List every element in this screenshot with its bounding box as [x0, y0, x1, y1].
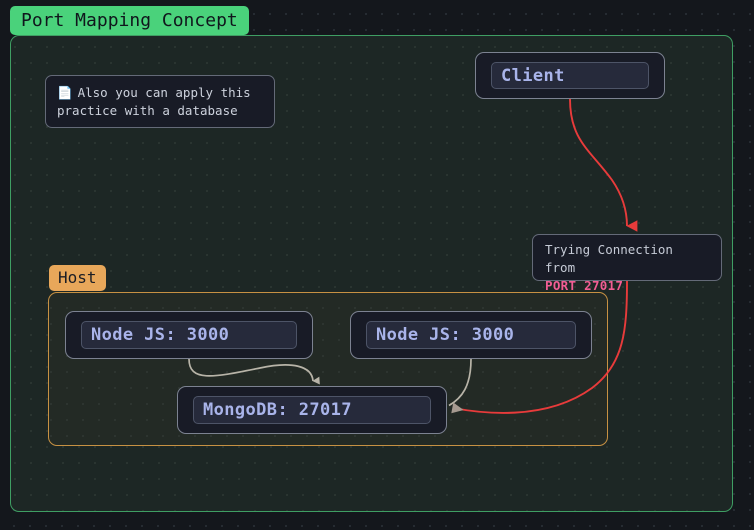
connection-label-box: Trying Connection from PORT 27017	[532, 234, 722, 293]
connection-label-port: PORT 27017	[545, 278, 624, 293]
connection-label-line1: Trying Connection from	[545, 242, 673, 275]
page-document-icon: 📄	[57, 85, 73, 100]
node-card-client[interactable]: Client	[475, 52, 665, 99]
note-box: 📄Also you can apply this practice with a…	[45, 75, 275, 128]
diagram-title-badge: Port Mapping Concept	[10, 6, 249, 35]
node-card-nodejs-right[interactable]: Node JS: 3000	[350, 311, 592, 359]
node-label-nodejs-right: Node JS: 3000	[366, 321, 576, 349]
node-card-nodejs-left[interactable]: Node JS: 3000	[65, 311, 313, 359]
node-label-client: Client	[491, 62, 649, 89]
node-card-mongodb[interactable]: MongoDB: 27017	[177, 386, 447, 434]
node-label-nodejs-left: Node JS: 3000	[81, 321, 297, 349]
host-badge: Host	[49, 265, 106, 291]
node-label-mongodb: MongoDB: 27017	[193, 396, 431, 424]
note-text: Also you can apply this practice with a …	[57, 85, 251, 118]
